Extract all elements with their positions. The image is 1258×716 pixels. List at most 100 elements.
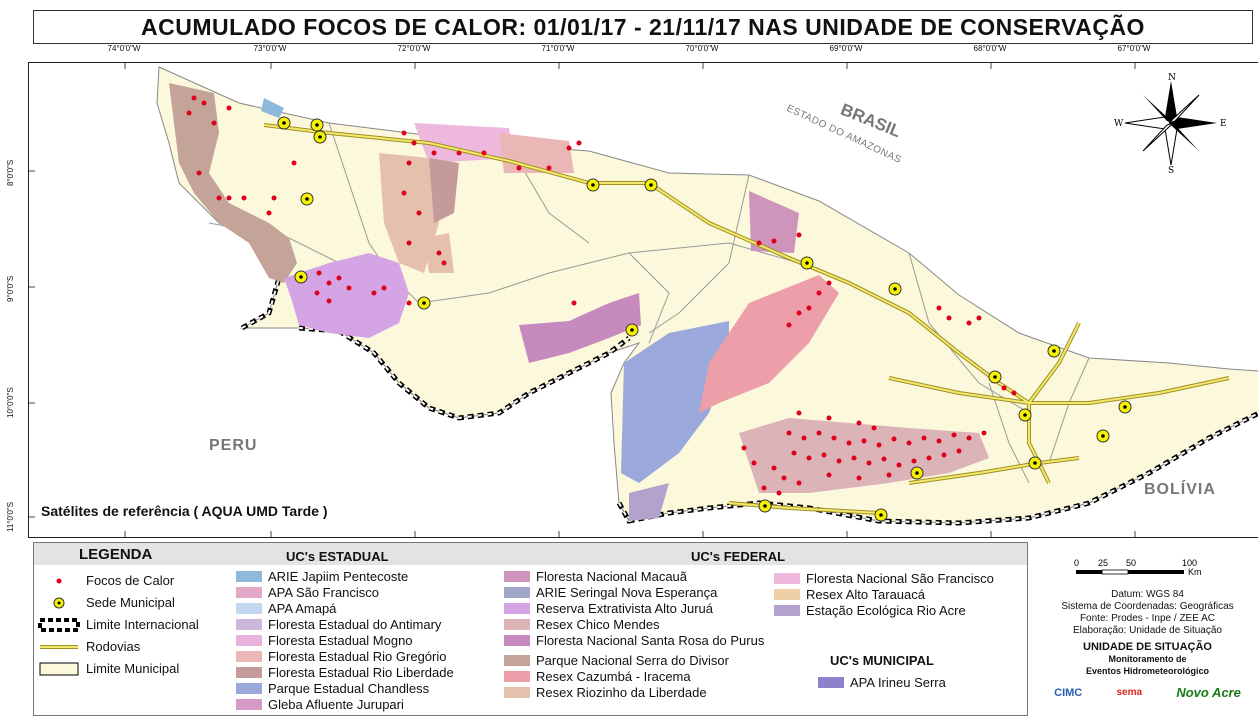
compass-rose-icon: N S W E (1111, 73, 1231, 173)
legend-item: ARIE Seringal Nova Esperança (504, 585, 717, 600)
compass-e: E (1220, 119, 1227, 129)
map-area[interactable]: PERU BOLÍVIA BRASIL ESTADO DO AMAZONAS S… (28, 62, 1258, 538)
map-canvas (29, 63, 1258, 537)
swatch-icon (236, 635, 262, 646)
swatch-icon (774, 573, 800, 584)
swatch-icon (504, 603, 530, 614)
lat-label: 8°0'0"S (6, 159, 15, 186)
uc-serra-do-divisor (169, 83, 297, 283)
legend-item: Floresta Estadual Rio Liberdade (236, 665, 454, 680)
compass-w: W (1114, 119, 1124, 129)
lon-label: 74°0'0"W (107, 44, 141, 53)
legend-item: Limite Municipal (38, 661, 179, 676)
legend-item: Parque Nacional Serra do Divisor (504, 653, 729, 668)
svg-text:Km: Km (1188, 567, 1202, 577)
legend-item: Sede Municipal (38, 595, 175, 610)
source-text: Fonte: Prodes - Inpe / ZEE AC (1079, 613, 1216, 624)
lon-label: 68°0'0"W (973, 44, 1007, 53)
longitude-axis: 74°0'0"W 73°0'0"W 72°0'0"W 71°0'0"W 70°0… (0, 44, 1258, 60)
uc-japiim (261, 98, 284, 118)
coords-text: Sistema de Coordenadas: Geográficas (1061, 601, 1234, 612)
legend-item: Reserva Extrativista Alto Juruá (504, 601, 713, 616)
logos: CIMC sema Novo Acre (1037, 685, 1258, 700)
lon-label: 71°0'0"W (541, 44, 575, 53)
svg-text:0: 0 (1074, 558, 1079, 568)
municipal-seats (277, 116, 1132, 522)
compass-n: N (1168, 73, 1176, 83)
legend-item: Floresta Estadual Rio Gregório (236, 649, 446, 664)
road-icon (38, 640, 80, 654)
uc-cazumba (699, 275, 839, 413)
uc-riozinho-liberdade (379, 153, 439, 273)
swatch-icon (504, 571, 530, 582)
map-title: ACUMULADO FOCOS DE CALOR: 01/01/17 - 21/… (33, 10, 1253, 44)
swatch-icon (504, 671, 530, 682)
legend-item: Gleba Afluente Jurupari (236, 697, 404, 712)
legend-item: Resex Cazumbá - Iracema (504, 669, 691, 684)
lat-label: 10°0'0"S (6, 387, 15, 418)
swatch-icon (818, 677, 844, 688)
legend-item: Resex Chico Mendes (504, 617, 660, 632)
swatch-icon (236, 571, 262, 582)
country-label-bolivia: BOLÍVIA (1144, 481, 1216, 498)
country-label-peru: PERU (209, 437, 258, 454)
swatch-icon (236, 651, 262, 662)
lon-label: 67°0'0"W (1117, 44, 1151, 53)
legend-item: Focos de Calor (38, 573, 174, 588)
lon-label: 72°0'0"W (397, 44, 431, 53)
swatch-icon (236, 699, 262, 710)
legend-item: Parque Estadual Chandless (236, 681, 429, 696)
datum-text: Datum: WGS 84 (1111, 589, 1184, 600)
legend-item: Limite Internacional (38, 617, 199, 632)
lon-label: 73°0'0"W (253, 44, 287, 53)
legend-item: Floresta Nacional Santa Rosa do Purus (504, 633, 764, 648)
legend-item: APA Irineu Serra (818, 675, 946, 690)
international-border-icon (38, 617, 80, 632)
swatch-icon (236, 683, 262, 694)
municipal-seat-icon (38, 596, 80, 610)
uc-chandless (621, 321, 729, 483)
legend-item: Resex Alto Tarauacá (774, 587, 925, 602)
uc-macaua (749, 191, 799, 253)
legend-item: APA São Francisco (236, 585, 379, 600)
lat-label: 11°0'0"S (6, 501, 15, 532)
satellite-reference: Satélites de referência ( AQUA UMD Tarde… (41, 503, 328, 519)
unit-title: UNIDADE DE SITUAÇÃO (1083, 641, 1212, 653)
legend-municipal-title: UC's MUNICIPAL (830, 653, 934, 668)
swatch-icon (236, 603, 262, 614)
legend-item: Floresta Estadual Mogno (236, 633, 413, 648)
lat-label: 9°0'0"S (6, 275, 15, 302)
svg-text:25: 25 (1098, 558, 1108, 568)
uc-gleba-jurupari (629, 483, 669, 521)
novo-acre-logo: Novo Acre (1176, 685, 1241, 700)
compass-s: S (1168, 166, 1174, 173)
legend-item: Rodovias (38, 639, 140, 654)
lon-label: 69°0'0"W (829, 44, 863, 53)
uc-chico-mendes (739, 418, 989, 493)
legend-federal-title: UC's FEDERAL (691, 549, 786, 564)
swatch-icon (504, 635, 530, 646)
swatch-icon (504, 687, 530, 698)
uc-rio-liberdade (429, 158, 459, 223)
legend-item: Floresta Estadual do Antimary (236, 617, 441, 632)
legend-item: Estação Ecológica Rio Acre (774, 603, 966, 618)
legend-item: ARIE Japiim Pentecoste (236, 569, 408, 584)
municipal-limit-icon (38, 662, 80, 676)
lon-label: 70°0'0"W (685, 44, 719, 53)
unit-subtitle: Monitoramento de (1108, 654, 1187, 664)
uc-santa-rosa-purus (519, 293, 641, 363)
uc-floresta-sao-francisco (414, 123, 514, 163)
prepared-text: Elaboração: Unidade de Situação (1073, 625, 1222, 636)
swatch-icon (504, 655, 530, 666)
swatch-icon (236, 667, 262, 678)
fire-dot-icon (38, 574, 80, 588)
scale-bar: 0 25 50 100 Km (1074, 558, 1202, 577)
swatch-icon (236, 587, 262, 598)
swatch-icon (774, 605, 800, 616)
legend-item: Floresta Nacional Macauã (504, 569, 687, 584)
legend-item: APA Amapá (236, 601, 336, 616)
swatch-icon (504, 619, 530, 630)
legend-title: LEGENDA (79, 546, 153, 563)
legend-item: Floresta Nacional São Francisco (774, 571, 994, 586)
fire-points (186, 95, 1017, 496)
